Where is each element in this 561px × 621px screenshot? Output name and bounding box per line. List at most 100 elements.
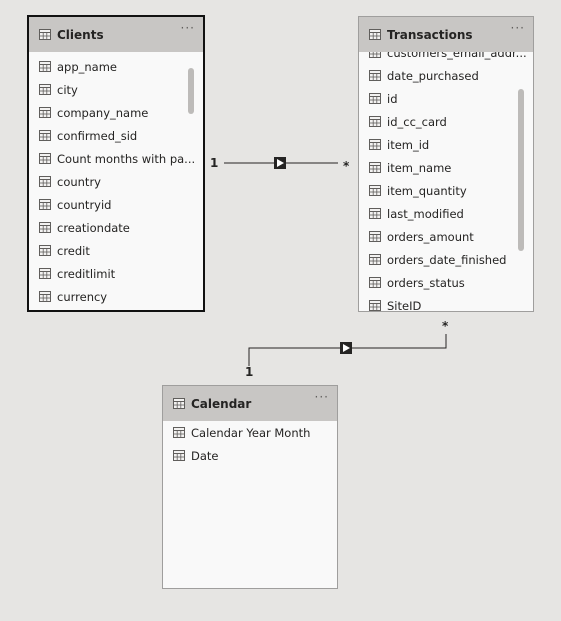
- field-name: orders_status: [387, 275, 465, 290]
- table-card-transactions[interactable]: Transactions ··· customers_email_addr...…: [358, 16, 534, 312]
- field-name: SiteID: [387, 298, 422, 312]
- table-field-icon: [369, 93, 381, 104]
- table-field-icon: [39, 268, 51, 279]
- field-row[interactable]: company_name: [29, 101, 203, 124]
- field-name: Count months with pa...: [57, 151, 196, 166]
- field-row[interactable]: orders_date_finished: [359, 248, 533, 271]
- table-field-icon: [39, 130, 51, 141]
- table-field-icon: [39, 61, 51, 72]
- field-name: date_purchased: [387, 68, 479, 83]
- table-header[interactable]: Clients ···: [29, 17, 203, 52]
- table-field-icon: [39, 245, 51, 256]
- field-row[interactable]: creditlimit: [29, 262, 203, 285]
- field-name: item_name: [387, 160, 452, 175]
- scrollbar-thumb[interactable]: [188, 68, 194, 114]
- field-row[interactable]: item_id: [359, 133, 533, 156]
- table-field-icon: [369, 185, 381, 196]
- table-field-icon: [369, 70, 381, 81]
- field-row[interactable]: creationdate: [29, 216, 203, 239]
- field-row[interactable]: app_name: [29, 55, 203, 78]
- table-field-icon: [39, 153, 51, 164]
- table-field-icon: [369, 300, 381, 311]
- table-field-icon: [369, 52, 381, 58]
- table-header[interactable]: Calendar ···: [163, 386, 337, 421]
- field-row[interactable]: id_cc_card: [359, 110, 533, 133]
- table-field-icon: [39, 291, 51, 302]
- table-field-icon: [173, 427, 185, 438]
- field-name: company_name: [57, 105, 149, 120]
- table-field-icon: [369, 116, 381, 127]
- filter-direction-arrow-icon: [340, 342, 352, 354]
- table-icon: [173, 398, 185, 409]
- field-name: creditlimit: [57, 266, 116, 281]
- table-field-icon: [369, 231, 381, 242]
- field-row[interactable]: SiteID: [359, 294, 533, 312]
- field-name: last_modified: [387, 206, 464, 221]
- field-row[interactable]: orders_amount: [359, 225, 533, 248]
- field-row[interactable]: customers_email_addr...: [359, 52, 533, 64]
- field-name: id: [387, 91, 398, 106]
- table-title: Clients: [57, 27, 104, 42]
- field-name: item_id: [387, 137, 430, 152]
- field-row[interactable]: confirmed_sid: [29, 124, 203, 147]
- more-options-icon[interactable]: ···: [314, 390, 329, 404]
- field-row[interactable]: item_quantity: [359, 179, 533, 202]
- table-icon: [39, 29, 51, 40]
- table-field-icon: [369, 208, 381, 219]
- field-name: id_cc_card: [387, 114, 447, 129]
- calendar-cardinality-one: 1: [245, 365, 254, 379]
- field-name: countryid: [57, 197, 112, 212]
- field-row[interactable]: countryid: [29, 193, 203, 216]
- field-row[interactable]: Date: [163, 444, 337, 467]
- field-name: customers_email_addr...: [387, 52, 527, 60]
- table-title: Transactions: [387, 27, 473, 42]
- field-name: country: [57, 174, 101, 189]
- table-field-icon: [369, 162, 381, 173]
- table-header[interactable]: Transactions ···: [359, 17, 533, 52]
- field-row[interactable]: date_purchased: [359, 64, 533, 87]
- relationship-calendar-transactions[interactable]: [248, 334, 447, 366]
- table-title: Calendar: [191, 396, 252, 411]
- field-name: creationdate: [57, 220, 130, 235]
- field-name: Date: [191, 448, 219, 463]
- table-field-icon: [173, 450, 185, 461]
- table-field-icon: [39, 107, 51, 118]
- clients-cardinality-one: 1: [210, 156, 219, 170]
- field-name: app_name: [57, 59, 118, 74]
- field-name: orders_date_finished: [387, 252, 507, 267]
- table-field-icon: [39, 199, 51, 210]
- field-name: confirmed_sid: [57, 128, 138, 143]
- field-row[interactable]: last_modified: [359, 202, 533, 225]
- field-name: currency: [57, 289, 108, 304]
- field-name: credit: [57, 243, 90, 258]
- field-row[interactable]: Count months with pa...: [29, 147, 203, 170]
- field-row[interactable]: credit: [29, 239, 203, 262]
- field-row[interactable]: Calendar Year Month: [163, 421, 337, 444]
- more-options-icon[interactable]: ···: [510, 21, 525, 35]
- field-row[interactable]: country: [29, 170, 203, 193]
- field-row[interactable]: currency: [29, 285, 203, 308]
- table-field-icon: [39, 84, 51, 95]
- field-row[interactable]: city: [29, 78, 203, 101]
- table-icon: [369, 29, 381, 40]
- more-options-icon[interactable]: ···: [180, 21, 195, 35]
- table-field-icon: [369, 277, 381, 288]
- table-field-icon: [39, 222, 51, 233]
- relationship-clients-transactions[interactable]: [224, 157, 338, 169]
- field-row[interactable]: item_name: [359, 156, 533, 179]
- transactions-cardinality-many-calendar: *: [442, 319, 449, 333]
- field-row[interactable]: orders_status: [359, 271, 533, 294]
- field-name: city: [57, 82, 78, 97]
- filter-direction-arrow-icon: [274, 157, 286, 169]
- field-row[interactable]: id: [359, 87, 533, 110]
- table-field-icon: [369, 139, 381, 150]
- field-name: Calendar Year Month: [191, 425, 311, 440]
- scrollbar-thumb[interactable]: [518, 89, 524, 251]
